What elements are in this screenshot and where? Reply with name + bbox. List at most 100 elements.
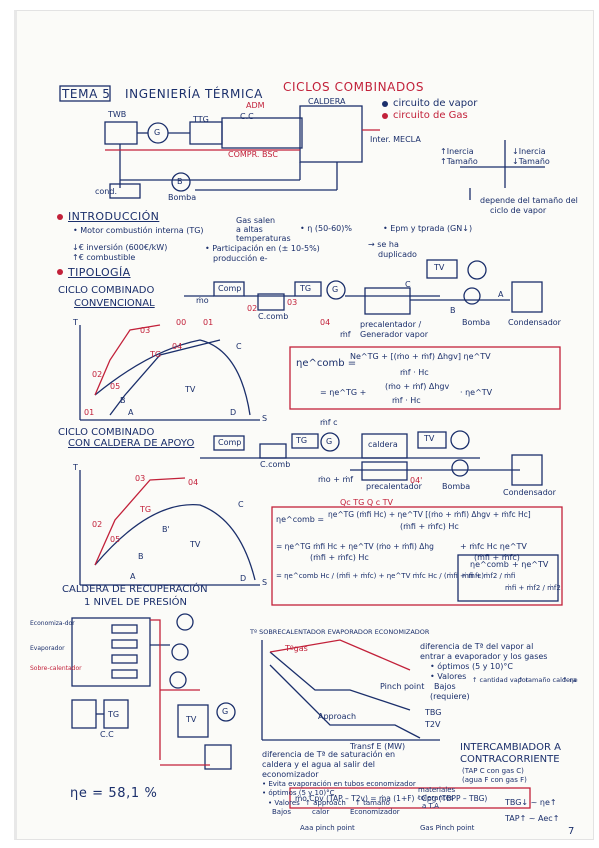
ttg-label: TTG xyxy=(193,115,209,124)
f1-rhs2b: · ηe^TV xyxy=(460,388,493,397)
recup-cc: C.C xyxy=(100,730,114,739)
recup-g: G xyxy=(222,707,229,716)
recup-sobrecal: Sobre-calentador xyxy=(30,665,82,672)
diff-l11: Economizador xyxy=(350,808,400,816)
pinch-note4: • Valores xyxy=(430,672,467,681)
ic-heading-2: CONTRACORRIENTE xyxy=(460,754,560,765)
caldera-label: CALDERA xyxy=(308,97,346,106)
page-number: 7 xyxy=(568,826,575,837)
twb-block xyxy=(104,121,138,145)
diff-l7: Bajos xyxy=(272,808,291,816)
pinch-note8: ↑ tamaño caldera xyxy=(518,676,577,684)
pinch-note1: diferencia de Tª del vapor al xyxy=(420,642,534,651)
pinch-tbg: TBG xyxy=(425,708,442,717)
inertia-right-2: ↓Tamaño xyxy=(512,157,550,166)
intro-eta: • η (50-60)% xyxy=(300,224,352,233)
recup-tg: TG xyxy=(108,710,120,719)
ts2-tg: TG xyxy=(140,505,152,514)
f1-num2a: (ṁo + ṁf) Δhgv xyxy=(385,382,450,391)
conv-precal-1: precalentador / xyxy=(360,320,422,329)
ts1-02: 02 xyxy=(92,370,103,379)
ts2-b: B xyxy=(138,552,144,561)
apoyo-condensador: Condensador xyxy=(503,488,556,497)
conv-condensador: Condensador xyxy=(508,318,561,327)
inertia-left-1: ↑Inercia xyxy=(440,147,474,156)
intro-part1: • Participación en (± 10-5%) xyxy=(205,244,320,253)
intercambiador-label: Inter. MECLA xyxy=(370,135,421,144)
ts2-tv: TV xyxy=(190,540,201,549)
conv-bomba: Bomba xyxy=(462,318,491,327)
ts2-d: D xyxy=(240,574,247,583)
ts1-tv: TV xyxy=(185,385,196,394)
conv-heading-2: CONVENCIONAL xyxy=(74,298,155,309)
conv-a: A xyxy=(498,290,504,299)
ts1-01: 01 xyxy=(84,408,95,417)
pinch-note9: ↑ ηe xyxy=(562,676,578,684)
conv-ccomb: C.comb xyxy=(258,312,289,321)
conv-tv: TV xyxy=(434,263,445,272)
conv-precal-2: Generador vapor xyxy=(360,330,429,339)
apoyo-04p: 04' xyxy=(410,476,423,485)
legend-gas: circuito de Gas xyxy=(393,110,468,121)
ts2-s-axis: S xyxy=(262,578,268,587)
ic-pinch-lbl: Aaa pinch point xyxy=(300,824,355,832)
intro-inv1: ↓€ inversión (600€/kW) xyxy=(72,243,168,252)
intro-epm: • Epm y tprada (GN↓) xyxy=(383,224,473,233)
ts2-t-axis: T xyxy=(73,463,78,472)
intro-heading: INTRODUCCIÓN xyxy=(68,210,160,223)
f2-line3a: = ηe^comb Hc / (ṁfi + ṁfc) + ηe^TV ṁfc H… xyxy=(276,572,485,580)
ts2-a: A xyxy=(130,572,136,581)
bomba-label: Bomba xyxy=(168,193,197,202)
tema-label: TEMA 5 xyxy=(62,87,111,101)
notebook-page xyxy=(14,10,594,840)
apoyo-precal: precalentador xyxy=(366,482,422,491)
recup-tv: TV xyxy=(186,715,197,724)
pinch-tev: T2V xyxy=(425,720,441,729)
conv-pt-02: 02 xyxy=(247,304,258,313)
apoyo-caldera: caldera xyxy=(368,440,398,449)
recup-economizador: Economiza-dor xyxy=(30,620,75,627)
conv-tg: TG xyxy=(300,284,312,293)
apoyo-g: G xyxy=(326,437,333,446)
g-label: G xyxy=(154,128,161,137)
recup-efficiency: ηe = 58,1 % xyxy=(70,786,158,801)
intro-part4: duplicado xyxy=(378,250,417,259)
pinch-note7: ↑ cantidad vapor xyxy=(472,676,529,684)
pinch-trans: Transf E (MW) xyxy=(350,742,406,751)
f2-lhs: ηe^comb = xyxy=(276,515,325,524)
apoyo-heading-1: CICLO COMBINADO xyxy=(58,427,155,438)
ts1-c: C xyxy=(236,342,242,351)
pinch-note3: • óptimos (5 y 10)°C xyxy=(430,662,513,671)
cc-label: C.C xyxy=(240,112,254,121)
ts2-03: 03 xyxy=(135,474,146,483)
diff-l10: ↑ tamaño xyxy=(355,799,390,807)
diff-l2: caldera y el agua al salir del xyxy=(262,760,375,769)
diff-l3: economizador xyxy=(262,770,319,779)
ts1-a: A xyxy=(128,408,134,417)
ic-tap: TAP↑ ~ Aec↑ xyxy=(505,814,560,823)
ic-l1: (TAP C con gas C) xyxy=(462,767,524,775)
f1-den1: ṁf · Hc xyxy=(400,368,429,377)
conv-mio: ṁo xyxy=(196,296,209,305)
adm-label: ADM xyxy=(246,101,265,110)
ic-heading-1: INTERCAMBIADOR A xyxy=(460,742,561,753)
f2-boxed4: ṁfi + ṁf2 / ṁf2 xyxy=(505,584,561,592)
intro-line1b: Gas salen xyxy=(236,216,276,225)
compr-label: COMPR. BSC xyxy=(228,150,278,159)
ts1-d: D xyxy=(230,408,237,417)
diff-l4: • Evita evaporación en tubos economizado… xyxy=(262,780,416,788)
f2-num1: ηe^TG (ṁfi Hc) + ηe^TV [(ṁo + ṁfi) Δhgv … xyxy=(328,510,531,519)
f1-den2a: ṁf · Hc xyxy=(392,396,421,405)
pinch-top: Tº SOBRECALENTADOR EVAPORADOR ECONOMIZAD… xyxy=(250,628,430,636)
ts2-05: 05 xyxy=(110,535,121,544)
intro-line1d: temperaturas xyxy=(236,234,291,243)
f2-line2d: (ṁfi + ṁfc) xyxy=(474,553,520,562)
apoyo-mfc: ṁf c xyxy=(320,418,338,427)
conv-pt-01: 01 xyxy=(203,318,214,327)
inertia-note-1: depende del tamaño del xyxy=(480,196,578,205)
tema-box xyxy=(59,85,111,102)
ts1-s-axis: S xyxy=(262,414,268,423)
apoyo-bomba: Bomba xyxy=(442,482,471,491)
f2-top: Qc TG Q c TV xyxy=(340,498,394,507)
